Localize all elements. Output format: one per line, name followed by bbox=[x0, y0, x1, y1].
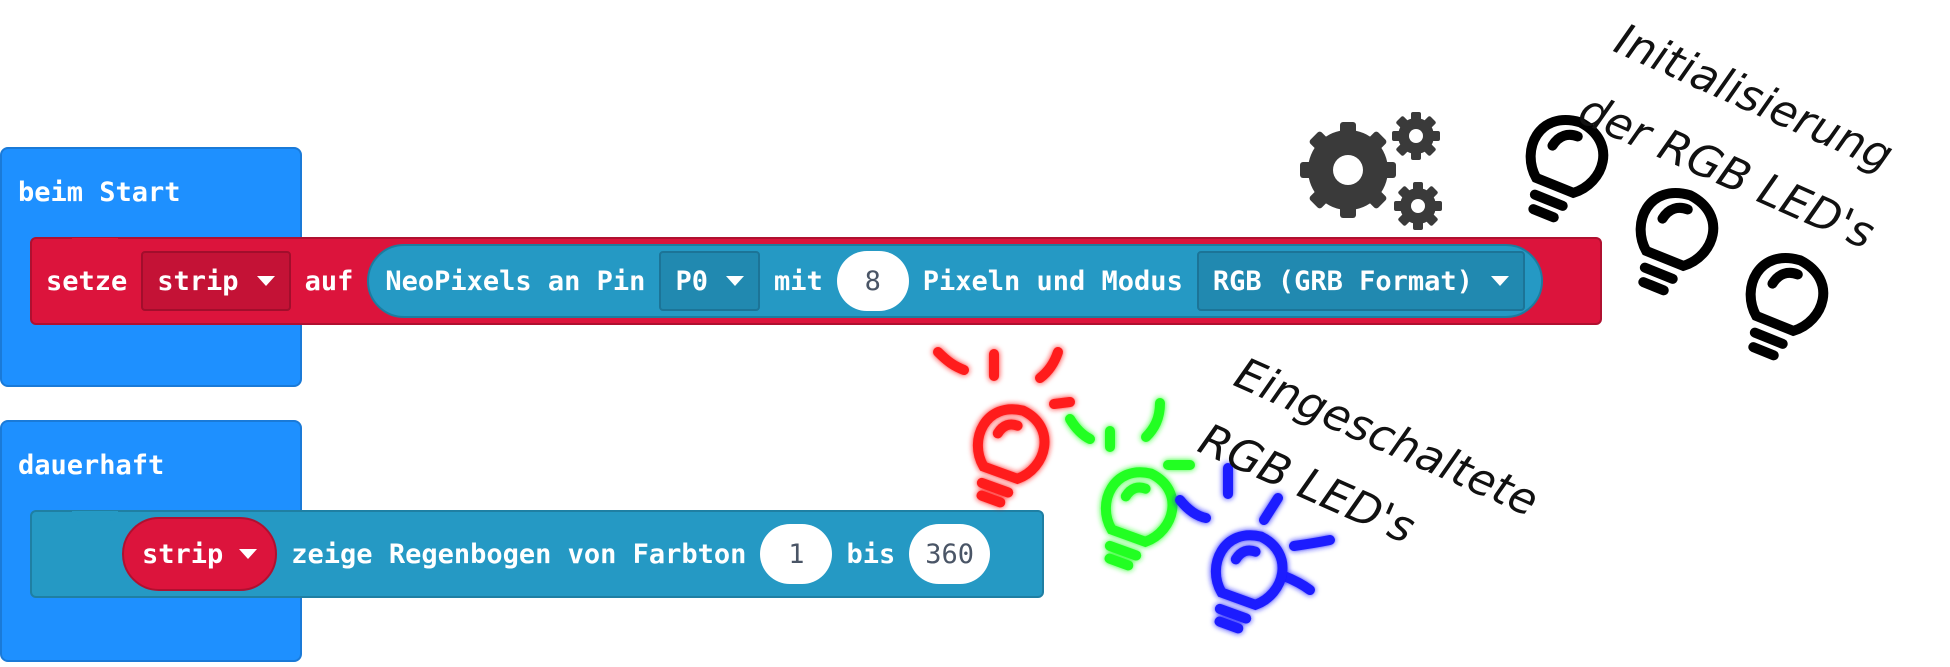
green-lightbulb-icon bbox=[1065, 398, 1195, 571]
hue-start-input[interactable]: 1 bbox=[760, 524, 833, 584]
set-keyword: setze bbox=[46, 265, 128, 297]
mode-dropdown[interactable]: RGB (GRB Format) bbox=[1196, 251, 1525, 311]
chevron-down-icon bbox=[1490, 276, 1509, 286]
pixels-mode-text: Pixeln und Modus bbox=[922, 265, 1183, 297]
chevron-down-icon bbox=[256, 276, 275, 286]
lightbulb-icon bbox=[1525, 115, 1609, 223]
blue-lightbulb-icon bbox=[1175, 463, 1335, 634]
block-notch bbox=[72, 511, 118, 521]
strip-variable-dropdown[interactable]: strip bbox=[141, 251, 291, 311]
red-lightbulb-icon bbox=[933, 347, 1075, 508]
to-keyword: auf bbox=[304, 265, 354, 297]
rainbow-text: zeige Regenbogen von Farbton bbox=[291, 538, 747, 570]
to-text: bis bbox=[846, 538, 896, 570]
strip-variable-label: strip bbox=[157, 265, 239, 297]
neopixel-create-block[interactable]: NeoPixels an Pin P0 mit 8 Pixeln und Mod… bbox=[367, 244, 1543, 318]
chevron-down-icon bbox=[725, 276, 744, 286]
pixel-count-input[interactable]: 8 bbox=[836, 251, 909, 311]
on-start-label: beim Start bbox=[18, 177, 181, 208]
forever-label: dauerhaft bbox=[18, 450, 165, 481]
hue-end-input[interactable]: 360 bbox=[909, 524, 990, 584]
pin-dropdown-label: P0 bbox=[675, 265, 708, 297]
chevron-down-icon bbox=[239, 549, 258, 559]
set-strip-block[interactable]: setze strip auf NeoPixels an Pin P0 mit … bbox=[30, 237, 1602, 325]
pin-dropdown[interactable]: P0 bbox=[659, 251, 760, 311]
with-text: mit bbox=[773, 265, 823, 297]
gears-icon bbox=[1300, 112, 1442, 230]
show-rainbow-block[interactable]: strip zeige Regenbogen von Farbton 1 bis… bbox=[30, 510, 1044, 598]
lightbulb-icon bbox=[1635, 188, 1719, 296]
neopixel-pin-text: NeoPixels an Pin bbox=[385, 265, 646, 297]
block-notch bbox=[72, 238, 118, 248]
mode-dropdown-label: RGB (GRB Format) bbox=[1212, 265, 1473, 297]
strip-reporter-label: strip bbox=[142, 538, 224, 570]
lightbulb-icon bbox=[1745, 253, 1829, 361]
strip-variable-reporter[interactable]: strip bbox=[122, 517, 278, 591]
